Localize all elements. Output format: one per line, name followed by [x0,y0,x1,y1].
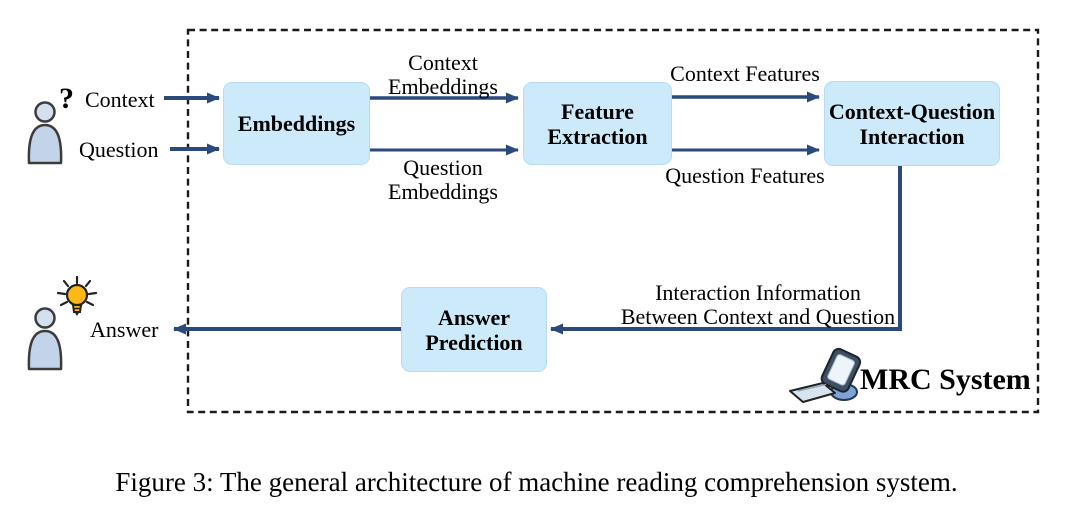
question-mark-glyph: ? [59,82,74,115]
lightbulb-icon [56,275,98,329]
user-question-icon [24,101,66,170]
answer-prediction-module: Answer Prediction [401,287,547,372]
question-embeddings-label: Question Embeddings [388,155,498,204]
interaction-to-answer-prediction-arrow [550,164,902,335]
user-answer-icon [24,307,66,376]
system-name-label: MRC System [860,363,1031,396]
computer-icon [786,340,868,417]
context-embeddings-label: Context Embeddings [388,50,498,99]
answer-output-label: Answer [90,317,159,342]
context-input-label: Context [85,87,155,112]
embeddings-module: Embeddings [223,82,370,165]
feature-extraction-module: Feature Extraction [523,82,672,165]
question-input-label: Question [79,137,159,162]
context-features-label: Context Features [670,61,820,86]
figure-caption: Figure 3: The general architecture of ma… [115,467,958,497]
question-features-label: Question Features [665,163,825,188]
interaction-information-label: Interaction Information Between Context … [620,280,896,329]
context-question-interaction-module: Context-Question Interaction [824,81,1000,166]
